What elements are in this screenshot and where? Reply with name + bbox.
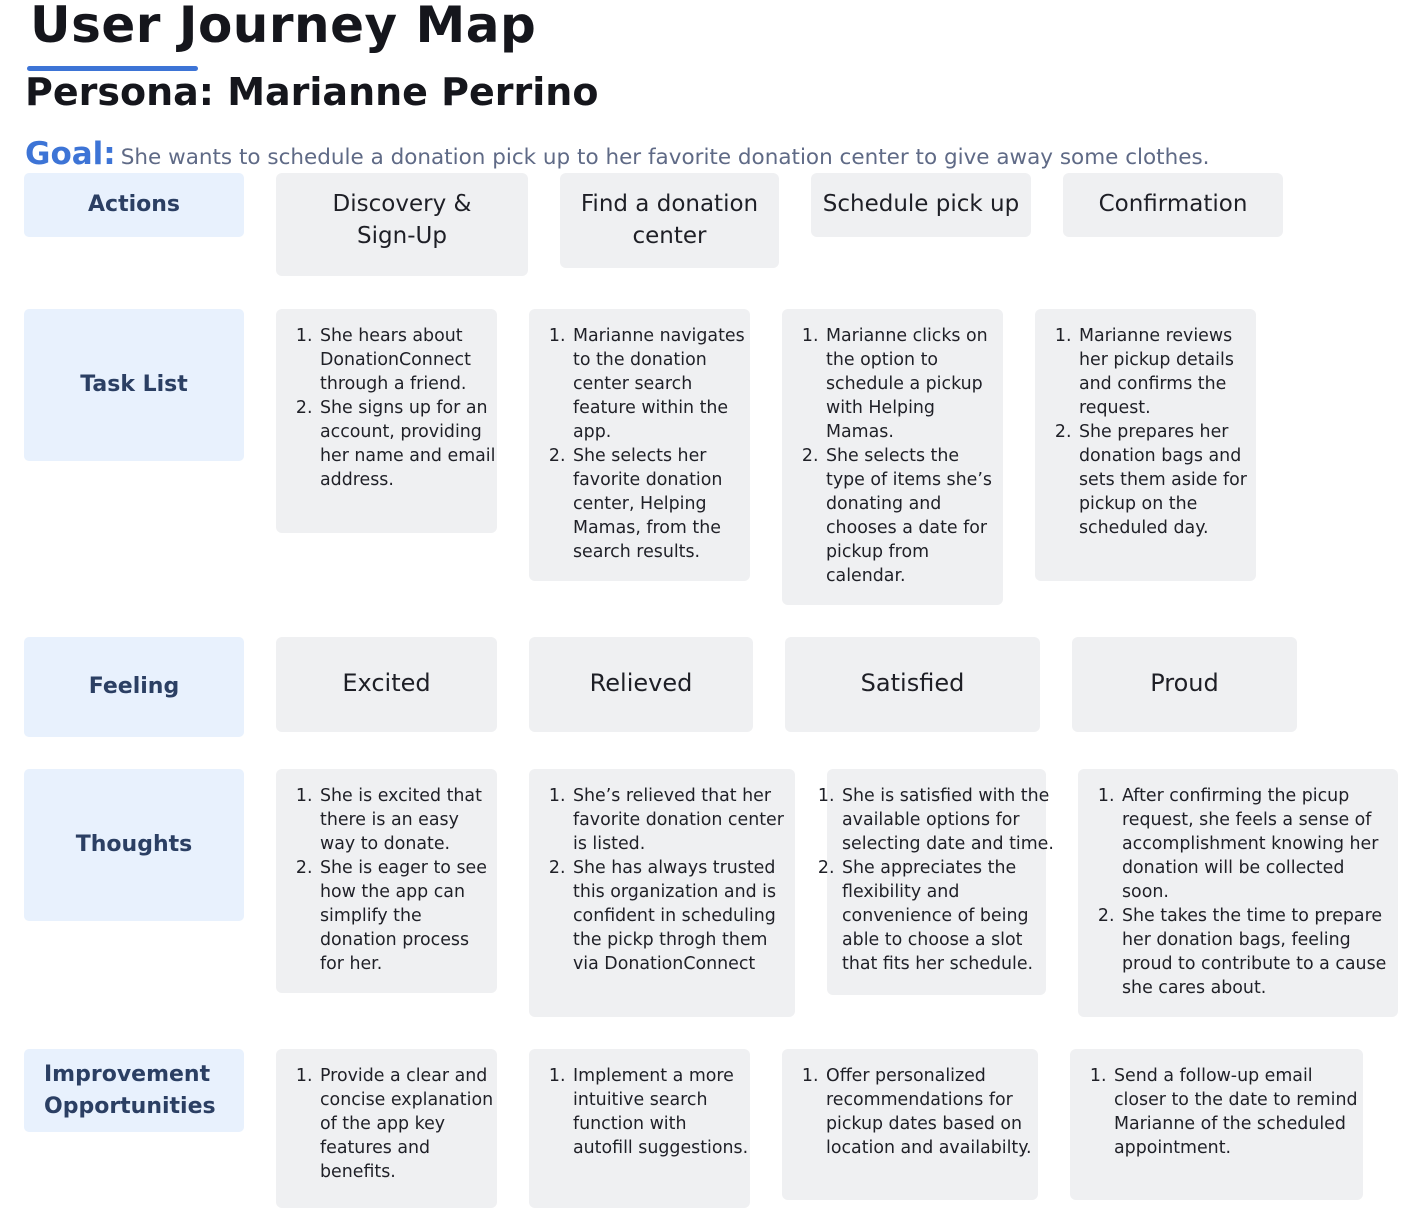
title-underline (27, 66, 198, 71)
list-item: She is eager to see how the app can simp… (318, 856, 497, 976)
improvement-card: Offer personalized recommendations for p… (782, 1049, 1038, 1200)
improvement-list: Provide a clear and concise explanation … (276, 1064, 497, 1184)
improvement-card: Provide a clear and concise explanation … (276, 1049, 497, 1208)
row-label-actions: Actions (24, 173, 244, 237)
list-item: She selects the type of items she’s dona… (824, 444, 1003, 588)
list-item: She selects her favorite donation center… (571, 444, 750, 564)
task-list: Marianne reviews her pickup details and … (1035, 324, 1256, 540)
row-label-task-list: Task List (24, 309, 244, 461)
feeling-card: Satisfied (785, 637, 1040, 732)
task-list: She hears about DonationConnect through … (276, 324, 497, 492)
list-item: Provide a clear and concise explanation … (318, 1064, 497, 1184)
row-label-improvement-opportunities: Improvement Opportunities (24, 1049, 244, 1132)
task-card: Marianne reviews her pickup details and … (1035, 309, 1256, 581)
improvement-list: Send a follow-up email closer to the dat… (1070, 1064, 1363, 1160)
list-item: She prepares her donation bags and sets … (1077, 420, 1256, 540)
list-item: Offer personalized recommendations for p… (824, 1064, 1038, 1160)
row-label-feeling: Feeling (24, 637, 244, 737)
thoughts-card: She’s relieved that her favorite donatio… (529, 769, 795, 1017)
list-item: After confirming the picup request, she … (1120, 784, 1388, 904)
goal-text: She wants to schedule a donation pick up… (120, 145, 1210, 170)
list-item: Marianne reviews her pickup details and … (1077, 324, 1256, 420)
list-item: She’s relieved that her favorite donatio… (571, 784, 795, 856)
list-item: She has always trusted this organization… (571, 856, 795, 976)
thoughts-text: She is satisfied with the available opti… (798, 769, 1060, 995)
list-item: She signs up for an account, providing h… (318, 396, 497, 492)
stage-card: Find a donation center (560, 173, 779, 268)
task-card: Marianne clicks on the option to schedul… (782, 309, 1003, 605)
feeling-card: Excited (276, 637, 497, 732)
stage-card: Confirmation (1063, 173, 1283, 237)
list-item: Implement a more intuitive search functi… (571, 1064, 750, 1160)
list-item: Marianne navigates to the donation cente… (571, 324, 750, 444)
list-item: Marianne clicks on the option to schedul… (824, 324, 1003, 444)
goal-line: Goal: She wants to schedule a donation p… (25, 136, 1209, 172)
feeling-card: Proud (1072, 637, 1297, 732)
feeling-card: Relieved (529, 637, 753, 732)
task-list: Marianne clicks on the option to schedul… (782, 324, 1003, 588)
page-title: User Journey Map (30, 0, 537, 54)
thoughts-list: She’s relieved that her favorite donatio… (529, 784, 795, 976)
persona-heading: Persona: Marianne Perrino (25, 70, 599, 114)
stage-card: Schedule pick up (811, 173, 1031, 237)
improvement-card: Implement a more intuitive search functi… (529, 1049, 750, 1208)
row-label-thoughts: Thoughts (24, 769, 244, 921)
thoughts-list: After confirming the picup request, she … (1078, 784, 1398, 1000)
task-list: Marianne navigates to the donation cente… (529, 324, 750, 564)
list-item: She is excited that there is an easy way… (318, 784, 497, 856)
thoughts-card: She is excited that there is an easy way… (276, 769, 497, 993)
list-item: She hears about DonationConnect through … (318, 324, 497, 396)
improvement-list: Offer personalized recommendations for p… (782, 1064, 1038, 1160)
task-card: She hears about DonationConnect through … (276, 309, 497, 533)
thoughts-list: She is satisfied with the available opti… (798, 784, 1060, 976)
task-card: Marianne navigates to the donation cente… (529, 309, 750, 581)
list-item: Send a follow-up email closer to the dat… (1112, 1064, 1363, 1160)
improvement-list: Implement a more intuitive search functi… (529, 1064, 750, 1160)
improvement-card: Send a follow-up email closer to the dat… (1070, 1049, 1363, 1200)
goal-label: Goal: (25, 136, 116, 172)
list-item: She takes the time to prepare her donati… (1120, 904, 1388, 1000)
list-item: She is satisfied with the available opti… (840, 784, 1060, 856)
thoughts-card: After confirming the picup request, she … (1078, 769, 1398, 1017)
stage-card: Discovery & Sign-Up (276, 173, 528, 276)
list-item: She appreciates the flexibility and conv… (840, 856, 1060, 976)
thoughts-list: She is excited that there is an easy way… (276, 784, 497, 976)
thoughts-card (827, 769, 1046, 995)
